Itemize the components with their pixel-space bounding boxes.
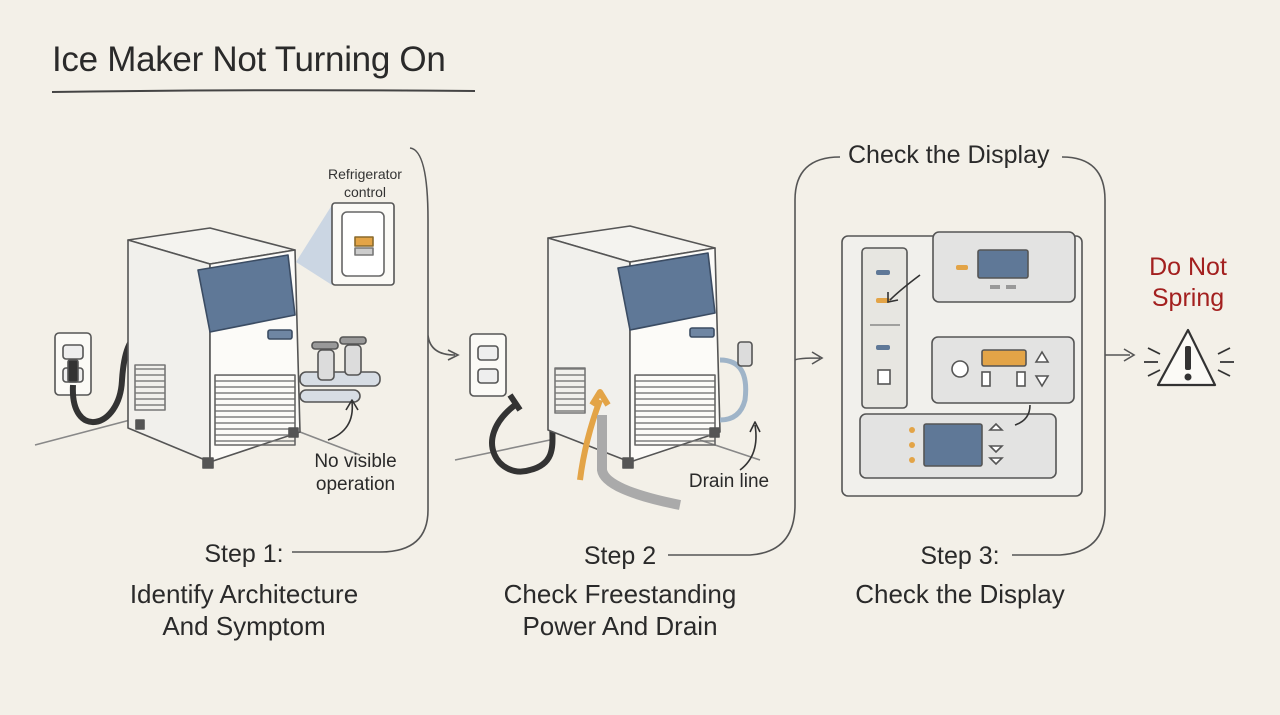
- front-vent: [214, 374, 296, 446]
- arrow-to-strip: [887, 274, 921, 303]
- display-window: [197, 254, 296, 333]
- side-strip: [861, 247, 908, 409]
- connector-3-warning: [1105, 348, 1136, 362]
- ice-maker-unit-2: [547, 225, 721, 469]
- water-line-2: [719, 357, 749, 423]
- drain-pipe: [597, 415, 681, 510]
- title-underline: [51, 89, 476, 93]
- callout-drain-line: Drain line: [688, 471, 770, 492]
- middle-display-panel: [931, 336, 1075, 404]
- display-panels: [841, 231, 1083, 497]
- warning-line2: Spring: [1151, 284, 1225, 312]
- step3-desc-line1: Check the Display: [855, 579, 1065, 609]
- display-window-2: [617, 252, 716, 331]
- arrow-display-link: [1014, 404, 1031, 426]
- connector-2-3: [668, 156, 841, 556]
- step1-desc-line2: And Symptom: [162, 611, 326, 641]
- step1-illustration: [34, 202, 395, 469]
- callout-no-visible-operation: No visible operation: [298, 450, 413, 496]
- ice-maker-unit: [127, 227, 301, 469]
- front-vent-2: [634, 374, 716, 446]
- step1-desc-line1: Identify Architecture: [129, 579, 359, 609]
- step1-description: Identify Architecture And Symptom: [104, 578, 384, 642]
- side-vent-2: [554, 367, 586, 414]
- power-button-icon: [951, 360, 969, 378]
- warning-triangle-icon: [1144, 328, 1234, 387]
- callout-wedge: [296, 205, 332, 285]
- step2-label: Step 2: [583, 542, 657, 570]
- step3-description: Check the Display: [830, 578, 1090, 610]
- connector-1-2: [292, 147, 460, 553]
- panel-title: Check the Display: [842, 141, 1056, 170]
- callout-line2: control: [343, 184, 387, 200]
- panel-title-bracket: [1012, 156, 1106, 556]
- page-title: Ice Maker Not Turning On: [52, 40, 446, 79]
- step3-label: Step 3:: [920, 542, 1000, 570]
- arrow-to-drain: [739, 421, 761, 471]
- top-display-panel: [932, 231, 1076, 303]
- step1-label: Step 1:: [204, 540, 284, 568]
- wall-outlet-icon: [54, 332, 92, 396]
- bottom-display-panel: [859, 413, 1057, 479]
- step2-desc-line2: Power And Drain: [522, 611, 718, 641]
- callout-line2: operation: [315, 474, 396, 495]
- callout-line1: Refrigerator: [328, 166, 402, 182]
- step2-description: Check Freestanding Power And Drain: [482, 578, 758, 642]
- amber-cord: [577, 389, 611, 481]
- callout-refrigerator-control: Refrigerator control: [310, 165, 420, 201]
- callout-line1: No visible: [314, 451, 397, 472]
- step2-desc-line1: Check Freestanding: [503, 579, 737, 609]
- floor-line: [34, 419, 361, 456]
- arrow-to-valves: [327, 399, 359, 441]
- receptacle-icon: [331, 202, 395, 286]
- side-vent: [134, 364, 166, 411]
- step2-illustration: [454, 225, 761, 510]
- water-valves: [299, 336, 381, 403]
- wall-outlet-2-icon: [469, 333, 507, 397]
- warning-line1: Do Not: [1149, 253, 1227, 281]
- warning-text: Do Not Spring: [1128, 252, 1248, 314]
